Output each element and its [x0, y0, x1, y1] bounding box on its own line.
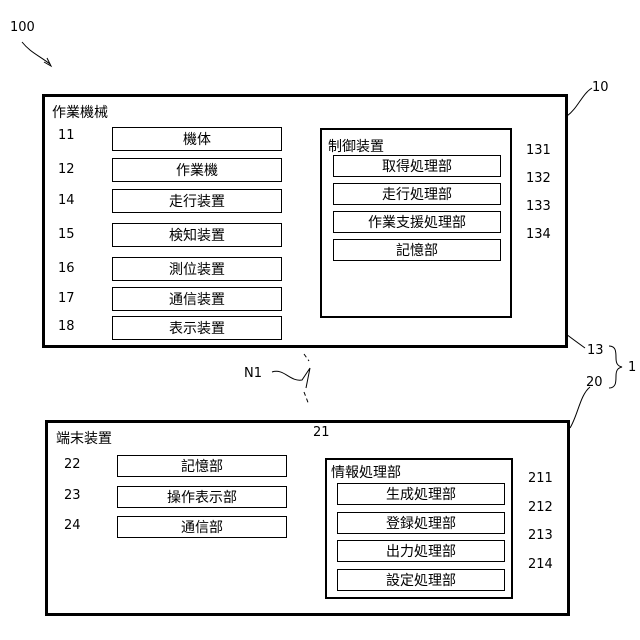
- component-positioning-device: 測位装置: [112, 257, 282, 281]
- ref-unit: 213: [528, 528, 553, 543]
- leader-line-10: [567, 88, 592, 116]
- ref-terminal: 20: [586, 375, 603, 390]
- unit-storage: 記憶部: [333, 239, 501, 261]
- unit-registration-processor: 登録処理部: [337, 512, 505, 534]
- ref-unit: 133: [526, 199, 551, 214]
- ref-component: 22: [64, 457, 81, 472]
- ref-component: 18: [58, 319, 75, 334]
- component-communication-device: 通信装置: [112, 287, 282, 311]
- component-display-device: 表示装置: [112, 316, 282, 340]
- ref-group: 1: [628, 360, 636, 375]
- wireless-link-zigzag: [272, 368, 310, 388]
- ref-component: 11: [58, 128, 75, 143]
- component-storage: 記憶部: [117, 455, 287, 477]
- ref-system: 100: [10, 20, 35, 35]
- ref-component: 24: [64, 518, 81, 533]
- ref-unit: 134: [526, 227, 551, 242]
- unit-output-processor: 出力処理部: [337, 540, 505, 562]
- unit-generation-processor: 生成処理部: [337, 483, 505, 505]
- wireless-link-top: [304, 354, 309, 361]
- wireless-link-bottom: [304, 392, 309, 405]
- ref-controller: 13: [587, 343, 604, 358]
- component-body: 機体: [112, 127, 282, 151]
- ref-component: 14: [58, 193, 75, 208]
- ref-unit: 131: [526, 143, 551, 158]
- unit-acquisition-processor: 取得処理部: [333, 155, 501, 177]
- ref-unit: 132: [526, 171, 551, 186]
- ref-component: 15: [58, 227, 75, 242]
- controller-title: 制御装置: [328, 136, 384, 156]
- ref-component: 16: [58, 261, 75, 276]
- unit-setting-processor: 設定処理部: [337, 569, 505, 591]
- ref-unit: 212: [528, 500, 553, 515]
- brace-group-1: [609, 346, 622, 388]
- ref-component: 12: [58, 162, 75, 177]
- unit-travel-processor: 走行処理部: [333, 183, 501, 205]
- unit-work-support-processor: 作業支援処理部: [333, 211, 501, 233]
- work-machine-title: 作業機械: [52, 102, 108, 122]
- ref-component: 17: [58, 291, 75, 306]
- component-operation-display: 操作表示部: [117, 486, 287, 508]
- ref-info-processor: 21: [313, 425, 330, 440]
- leader-line-100: [22, 42, 50, 64]
- ref-unit: 214: [528, 557, 553, 572]
- component-travel-device: 走行装置: [112, 189, 282, 213]
- component-work-implement: 作業機: [112, 158, 282, 182]
- leader-line-20: [570, 387, 590, 428]
- ref-network: N1: [244, 366, 262, 381]
- ref-component: 23: [64, 488, 81, 503]
- info-processor-title: 情報処理部: [331, 462, 401, 482]
- component-detection-device: 検知装置: [112, 223, 282, 247]
- ref-unit: 211: [528, 471, 553, 486]
- ref-work-machine: 10: [592, 80, 609, 95]
- component-communication: 通信部: [117, 516, 287, 538]
- terminal-title: 端末装置: [56, 428, 112, 448]
